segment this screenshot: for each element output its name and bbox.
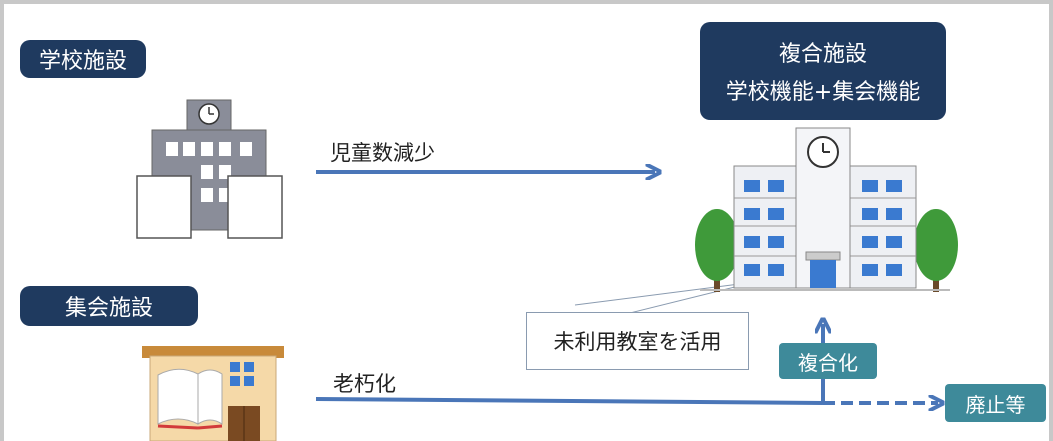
abolish-badge: 廃止等 <box>945 384 1046 422</box>
unused-rooms-callout: 未利用教室を活用 <box>526 312 749 370</box>
unused-rooms-text: 未利用教室を活用 <box>553 330 722 354</box>
complex-facility-label: 複合施設 学校機能+集会機能 <box>700 22 946 120</box>
tree-left-icon <box>695 209 739 292</box>
assembly-facility-text: 集会施設 <box>64 296 153 321</box>
combine-text: 複合化 <box>798 350 858 375</box>
abolish-text: 廃止等 <box>965 392 1026 417</box>
combine-badge: 複合化 <box>779 343 877 379</box>
school-facility-label: 学校施設 <box>20 40 146 78</box>
decline-label: 児童数減少 <box>330 141 435 165</box>
tree-right-icon <box>914 209 958 292</box>
assembly-facility-label: 集会施設 <box>20 286 198 326</box>
complex-facility-title: 複合施設 <box>778 42 867 67</box>
complex-facility-subtitle: 学校機能+集会機能 <box>725 80 921 105</box>
school-facility-text: 学校施設 <box>38 49 127 74</box>
aging-label: 老朽化 <box>333 372 396 396</box>
aging-line <box>315 397 824 405</box>
